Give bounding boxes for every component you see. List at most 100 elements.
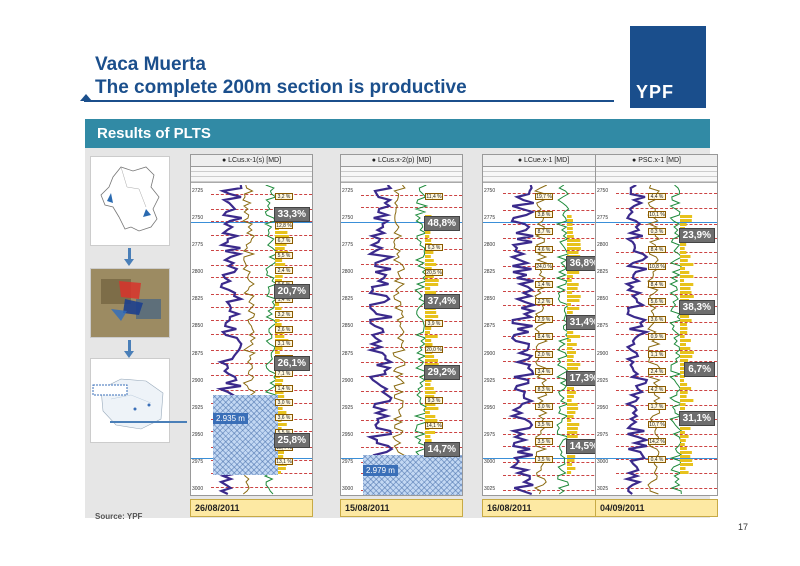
perforation-zone-line: [616, 263, 717, 264]
depth-tick-label: 2875: [597, 323, 609, 330]
perforation-zone-line: [503, 291, 604, 292]
perforation-zone-line: [361, 403, 462, 404]
interval-percentage-tag: 3,6 %: [648, 315, 666, 323]
perforation-zone-line: [211, 294, 312, 295]
perforation-zone-line: [361, 249, 462, 250]
perforation-zone-line: [616, 238, 717, 239]
interval-percentage-tag: 8,4 %: [535, 333, 553, 340]
interval-percentage-tag: 10,1 %: [648, 210, 666, 218]
perforation-zone-line: [616, 294, 717, 295]
depth-tick-label: 3000: [192, 486, 204, 492]
perforation-zone-line: [616, 277, 717, 278]
perforation-zone-line: [503, 193, 604, 194]
total-depth-label: 2.979 m: [363, 465, 398, 476]
interval-percentage-tag: 2,4 %: [275, 266, 293, 274]
depth-tick-label: 2825: [192, 296, 204, 303]
zone-contribution-label: 26,1%: [273, 355, 310, 371]
zone-contribution-label: 20,7%: [273, 284, 310, 300]
depth-tick-label: 2925: [484, 377, 496, 384]
zone-contribution-label: 33,3%: [273, 206, 310, 222]
depth-tick-label: 2800: [597, 242, 609, 249]
perforation-zone-line: [503, 349, 604, 350]
perforation-zone-line: [503, 434, 604, 435]
depth-tick-label: 2875: [484, 323, 496, 330]
perforation-zone-line: [503, 266, 604, 267]
depth-tick-label: 2800: [342, 269, 354, 276]
perforation-zone-line: [616, 488, 717, 489]
interval-percentage-tag: 20,5 %: [425, 269, 443, 277]
interval-percentage-tag: 3,8 %: [535, 210, 553, 218]
depth-tick-label: 2950: [597, 404, 609, 411]
zone-contribution-label: 38,3%: [678, 299, 715, 315]
interval-percentage-tag: 3,2 %: [275, 193, 293, 200]
perforation-zone-line: [503, 462, 604, 463]
interval-percentage-tag: 3,0 %: [275, 399, 293, 407]
depth-tick-label: 2775: [192, 242, 204, 249]
slide-title-line1: Vaca Muerta: [95, 54, 206, 75]
depth-tick-label: 2975: [192, 458, 204, 465]
perforation-zone-line: [211, 350, 312, 351]
perforation-zone-line: [503, 446, 604, 447]
depth-tick-label: 2900: [192, 377, 204, 384]
perforation-zone-line: [361, 362, 462, 363]
perforation-zone-line: [211, 277, 312, 278]
perforation-zone-line: [616, 224, 717, 225]
perforation-zone-line: [503, 490, 604, 491]
perforation-zone-line: [361, 291, 462, 292]
depth-tick-label: 3025: [484, 486, 496, 492]
perforation-zone-line: [503, 305, 604, 306]
perforation-zone-line: [361, 376, 462, 377]
interval-percentage-tag: 3,5 %: [535, 420, 553, 428]
title-underline-marker: [80, 94, 92, 101]
interval-percentage-tag: 14,2 %: [648, 438, 666, 445]
title-underline: [84, 100, 614, 102]
depth-tick-label: 2925: [597, 377, 609, 384]
perforation-zone-line: [211, 221, 312, 222]
perforation-zone-line: [361, 447, 462, 448]
perforation-zone-line: [616, 322, 717, 323]
formation-top-line: [483, 222, 604, 224]
depth-tick-label: 2725: [192, 188, 204, 194]
interval-percentage-tag: 2,2 %: [535, 298, 553, 305]
interval-percentage-tag: 11,4 %: [425, 193, 443, 200]
depth-tick-label: 2975: [484, 431, 496, 438]
interval-percentage-tag: 1,4 %: [275, 384, 293, 392]
perforation-zone-line: [211, 334, 312, 335]
interval-percentage-tag: 1,1 %: [648, 350, 666, 358]
basin-location-map: [90, 358, 170, 443]
perforation-zone-line: [503, 390, 604, 391]
depth-tick-label: 2925: [192, 404, 204, 411]
perforation-zone-line: [361, 420, 462, 421]
perforation-zone-line: [503, 238, 604, 239]
perforation-zone-line: [616, 459, 717, 460]
log-date-label: 26/08/2011: [190, 499, 313, 517]
interval-percentage-tag: 4,4 %: [648, 193, 666, 200]
depth-tick-label: 2750: [192, 215, 204, 222]
perforation-zone-line: [503, 475, 604, 476]
zone-contribution-label: 48,8%: [423, 216, 460, 231]
perforation-zone-line: [211, 235, 312, 236]
interval-percentage-tag: 6,3 %: [425, 243, 443, 251]
log-well-name: ● LCue.x-1 [MD]: [483, 155, 604, 167]
depth-tick-label: 2925: [342, 404, 354, 411]
formation-top-line: [341, 222, 462, 224]
perforation-zone-line: [211, 209, 312, 210]
slide-title-line2: The complete 200m section is productive: [95, 77, 467, 98]
interval-percentage-tag: 24,0 %: [535, 263, 553, 270]
perforation-zone-line: [211, 487, 312, 488]
depth-tick-label: 2875: [342, 350, 354, 357]
interval-percentage-tag: 10,7 %: [648, 420, 666, 428]
log-well-name: ● PSC.x-1 [MD]: [596, 155, 717, 167]
flow-arrow-2: [124, 340, 134, 358]
log-date-label: 04/09/2011: [595, 499, 718, 517]
log-well-name: ● LCus.x-2(p) [MD]: [341, 155, 462, 167]
log-curve-scales: [191, 167, 312, 183]
depth-tick-label: 2725: [342, 188, 354, 194]
interval-percentage-tag: 9,3 %: [425, 396, 443, 404]
perforation-zone-line: [361, 347, 462, 348]
perforation-zone-line: [503, 336, 604, 337]
perforation-zone-line: [503, 418, 604, 419]
